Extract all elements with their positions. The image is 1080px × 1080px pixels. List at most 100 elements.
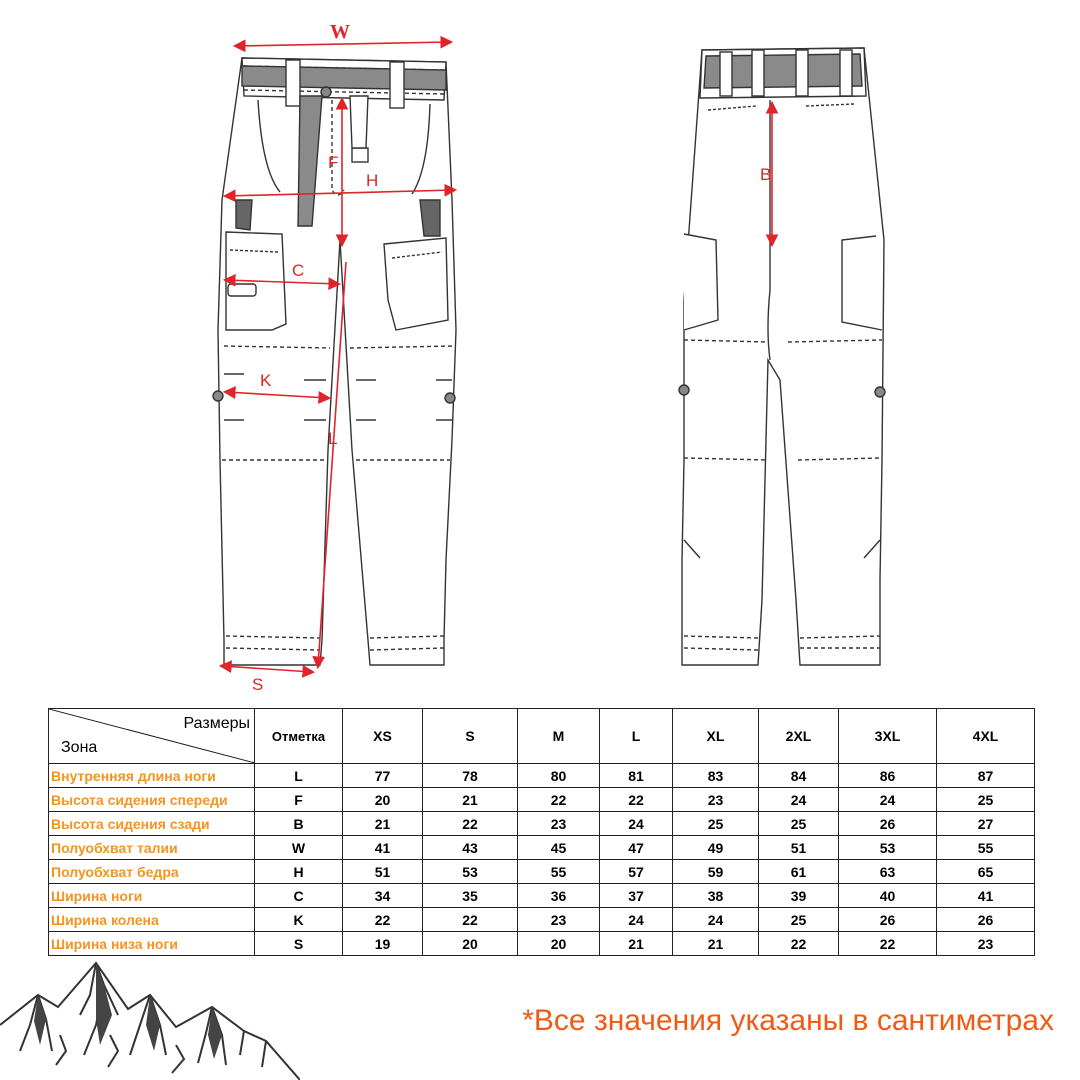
value-cell: 22 xyxy=(838,931,937,956)
label-k: K xyxy=(260,371,272,390)
value-cell: 25 xyxy=(672,811,759,836)
zone-name-cell: Высота сидения сзади xyxy=(48,811,255,836)
value-cell: 20 xyxy=(422,931,518,956)
label-c: C xyxy=(292,261,304,280)
mark-cell: W xyxy=(254,835,343,860)
header-corner-cell: Размеры Зона xyxy=(48,708,255,764)
value-cell: 53 xyxy=(838,835,937,860)
label-f: F xyxy=(328,153,338,172)
header-zone-label: Зона xyxy=(61,739,98,756)
measure-l xyxy=(312,261,347,670)
value-cell: 87 xyxy=(936,763,1035,788)
value-cell: 25 xyxy=(758,811,839,836)
value-cell: 23 xyxy=(517,907,600,932)
value-cell: 83 xyxy=(672,763,759,788)
value-cell: 21 xyxy=(342,811,423,836)
value-cell: 35 xyxy=(422,883,518,908)
value-cell: 43 xyxy=(422,835,518,860)
value-cell: 80 xyxy=(517,763,600,788)
value-cell: 77 xyxy=(342,763,423,788)
value-cell: 23 xyxy=(517,811,600,836)
mark-cell: S xyxy=(254,931,343,956)
value-cell: 78 xyxy=(422,763,518,788)
value-cell: 24 xyxy=(599,811,673,836)
measure-s xyxy=(218,660,316,678)
value-cell: 20 xyxy=(517,931,600,956)
value-cell: 34 xyxy=(342,883,423,908)
mark-cell: H xyxy=(254,859,343,884)
label-l: L xyxy=(328,429,337,448)
value-cell: 41 xyxy=(342,835,423,860)
value-cell: 19 xyxy=(342,931,423,956)
value-cell: 21 xyxy=(599,931,673,956)
value-cell: 22 xyxy=(758,931,839,956)
value-cell: 81 xyxy=(599,763,673,788)
table-header-row: Размеры Зона Отметка XS S M L XL 2XL 3XL… xyxy=(48,708,1035,764)
value-cell: 61 xyxy=(758,859,839,884)
mountains-illustration xyxy=(0,961,300,1080)
value-cell: 24 xyxy=(672,907,759,932)
value-cell: 26 xyxy=(838,811,937,836)
measurement-lines xyxy=(218,35,779,678)
value-cell: 22 xyxy=(342,907,423,932)
header-size-m: M xyxy=(517,708,600,764)
header-size-2xl: 2XL xyxy=(758,708,839,764)
zone-name-cell: Ширина ноги xyxy=(48,883,255,908)
value-cell: 45 xyxy=(517,835,600,860)
value-cell: 37 xyxy=(599,883,673,908)
value-cell: 24 xyxy=(758,787,839,812)
zone-name-cell: Внутренняя длина ноги xyxy=(48,763,255,788)
measure-w xyxy=(232,35,454,53)
mark-cell: F xyxy=(254,787,343,812)
value-cell: 22 xyxy=(599,787,673,812)
front-view-pants xyxy=(212,57,457,666)
zone-name-cell: Полуобхват талии xyxy=(48,835,255,860)
measure-c xyxy=(222,273,342,291)
mark-cell: C xyxy=(254,883,343,908)
label-h: H xyxy=(366,171,378,190)
value-cell: 22 xyxy=(422,907,518,932)
value-cell: 39 xyxy=(758,883,839,908)
header-size-s: S xyxy=(422,708,518,764)
value-cell: 53 xyxy=(422,859,518,884)
mark-cell: B xyxy=(254,811,343,836)
value-cell: 59 xyxy=(672,859,759,884)
measure-h xyxy=(222,183,458,203)
value-cell: 23 xyxy=(672,787,759,812)
value-cell: 23 xyxy=(936,931,1035,956)
value-cell: 21 xyxy=(672,931,759,956)
header-size-3xl: 3XL xyxy=(838,708,937,764)
label-b: B xyxy=(760,165,771,184)
value-cell: 57 xyxy=(599,859,673,884)
value-cell: 25 xyxy=(758,907,839,932)
header-size-4xl: 4XL xyxy=(936,708,1035,764)
back-view-pants xyxy=(678,47,886,666)
footnote-text: *Все значения указаны в сантиметрах xyxy=(522,1004,1054,1037)
measure-k xyxy=(222,386,332,404)
value-cell: 41 xyxy=(936,883,1035,908)
value-cell: 51 xyxy=(758,835,839,860)
value-cell: 49 xyxy=(672,835,759,860)
value-cell: 36 xyxy=(517,883,600,908)
zone-name-cell: Ширина низа ноги xyxy=(48,931,255,956)
size-chart-table: Размеры Зона Отметка XS S M L XL 2XL 3XL… xyxy=(48,708,1035,956)
mark-cell: L xyxy=(254,763,343,788)
zone-name-cell: Высота сидения спереди xyxy=(48,787,255,812)
value-cell: 25 xyxy=(936,787,1035,812)
diagonal-divider xyxy=(49,709,254,763)
header-size-xs: XS xyxy=(342,708,423,764)
value-cell: 24 xyxy=(838,787,937,812)
value-cell: 55 xyxy=(936,835,1035,860)
value-cell: 26 xyxy=(936,907,1035,932)
value-cell: 84 xyxy=(758,763,839,788)
value-cell: 40 xyxy=(838,883,937,908)
value-cell: 65 xyxy=(936,859,1035,884)
header-size-l: L xyxy=(599,708,673,764)
